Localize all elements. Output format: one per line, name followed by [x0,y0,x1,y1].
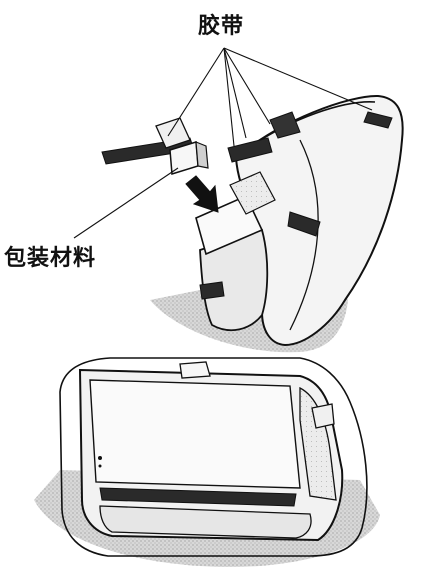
bottom-printer-side-panel [299,386,337,501]
printer-with-packing [73,47,404,353]
tape-callout-lines [167,47,373,147]
packing-material-label: 包装材料 [4,246,97,271]
tape-piece-rear-top [363,111,393,129]
tape-piece-base [199,281,225,300]
packing-material-side [195,141,209,169]
bottom-printer-top-tab [179,361,211,379]
plastic-bag-outline [59,357,368,557]
printer-in-bag [34,357,380,567]
down-right-arrow-icon [185,175,219,213]
top-printer-paper-guide [229,171,276,215]
bottom-printer-paper-slot [99,487,297,507]
bottom-printer-indicator [98,456,102,460]
bottom-printer-indicator [98,464,102,468]
tape-label: 胶带 [198,14,245,39]
removed-tape-end [155,117,191,149]
tape-piece-center [227,137,273,163]
bottom-printer-side-tab [311,403,335,429]
packing-callout-line [73,167,179,239]
bottom-printer-lower-lip [99,505,312,539]
tape-piece-side [287,211,321,237]
tape-piece-front-right [269,111,301,139]
bottom-printer-front-panel [89,379,301,489]
top-printer-inner-curve [289,139,319,331]
